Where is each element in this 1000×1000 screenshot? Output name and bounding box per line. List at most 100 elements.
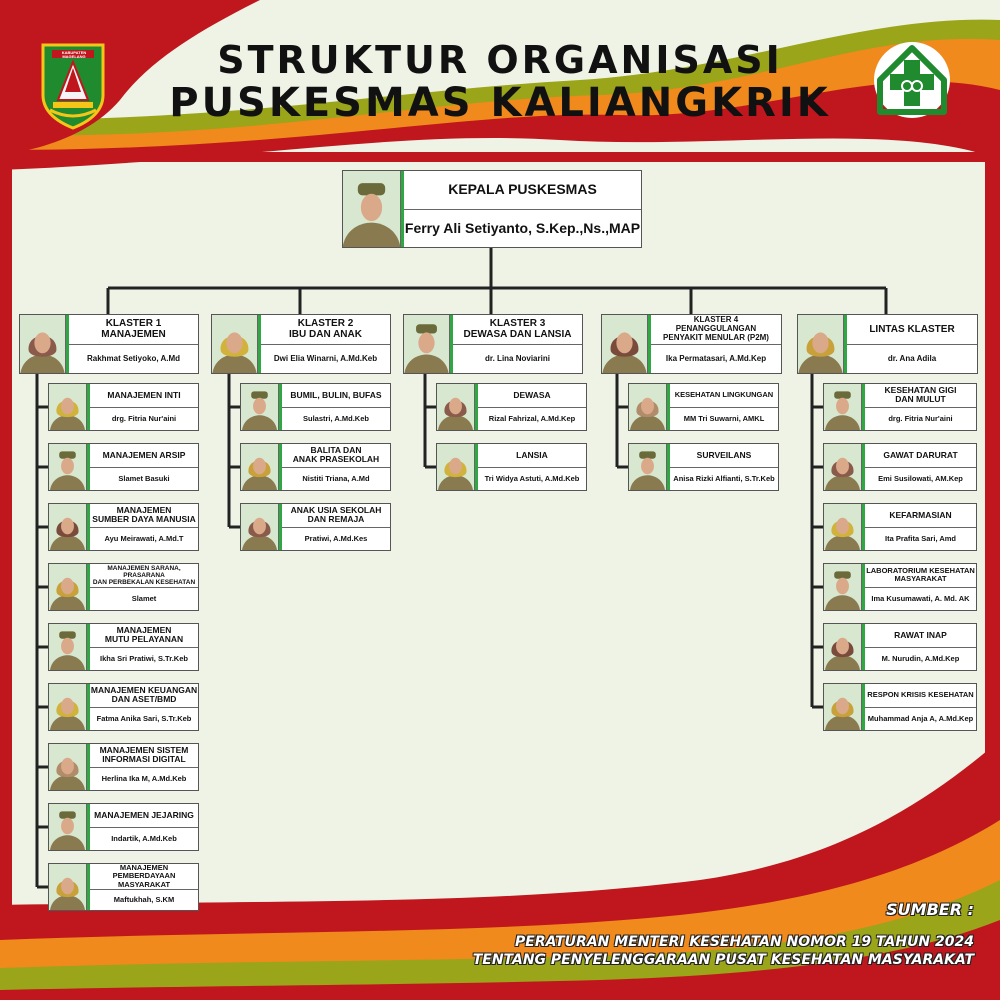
cluster-card-5[interactable]: LINTAS KLASTER dr. Ana Adila	[797, 314, 978, 374]
unit-card-1-2-title: MANAJEMEN ARSIP	[90, 444, 198, 468]
unit-card-5-5-person-name: M. Nurudin, A.Md.Kep	[881, 654, 960, 664]
page-title-line1: STRUKTUR ORGANISASI	[217, 38, 783, 82]
unit-card-1-4[interactable]: MANAJEMEN SARANA, PRASARANA DAN PERBEKAL…	[48, 563, 199, 611]
person-photo-icon	[49, 744, 86, 790]
unit-card-5-5-photo	[824, 624, 862, 670]
cluster-card-1-title: KLASTER 1 MANAJEMEN	[69, 315, 198, 345]
unit-card-5-6-person-name: Muhammad Anja A, A.Md.Kep	[867, 714, 974, 724]
unit-card-1-9-photo	[49, 864, 87, 910]
unit-card-5-1-person-name: drg. Fitria Nur'aini	[888, 414, 953, 424]
person-photo-icon	[49, 384, 86, 430]
person-photo-icon	[49, 444, 86, 490]
unit-card-1-5-title: MANAJEMEN MUTU PELAYANAN	[90, 624, 198, 648]
unit-card-1-3-photo	[49, 504, 87, 550]
person-photo-icon	[241, 504, 278, 550]
unit-card-1-8-title: MANAJEMEN JEJARING	[90, 804, 198, 828]
cluster-card-4[interactable]: KLASTER 4 PENANGGULANGAN PENYAKIT MENULA…	[601, 314, 782, 374]
person-photo-icon	[824, 624, 861, 670]
unit-card-3-1-person-name: Rizal Fahrizal, A.Md.Kep	[488, 414, 576, 424]
unit-card-1-6-photo	[49, 684, 87, 730]
head-photo	[343, 171, 401, 247]
unit-card-4-1[interactable]: KESEHATAN LINGKUNGAN MM Tri Suwarni, AMKL	[628, 383, 779, 431]
unit-card-5-1-title: KESEHATAN GIGI DAN MULUT	[865, 384, 976, 408]
unit-card-5-4-photo	[824, 564, 862, 610]
head-card[interactable]: KEPALA PUSKESMAS Ferry Ali Setiyanto, S.…	[342, 170, 642, 248]
unit-card-3-2-person-name: Tri Widya Astuti, A.Md.Keb	[484, 474, 580, 484]
person-photo-icon	[49, 504, 86, 550]
unit-card-2-3[interactable]: ANAK USIA SEKOLAH DAN REMAJA Pratiwi, A.M…	[240, 503, 391, 551]
person-photo-icon	[437, 384, 474, 430]
cluster-card-4-photo	[602, 315, 648, 373]
unit-card-2-3-photo	[241, 504, 279, 550]
person-photo-icon	[404, 315, 449, 373]
unit-card-5-5-title: RAWAT INAP	[865, 624, 976, 648]
head-title: KEPALA PUSKESMAS	[404, 171, 641, 210]
unit-card-1-6-title: MANAJEMEN KEUANGAN DAN ASET/BMD	[90, 684, 198, 708]
unit-card-1-8[interactable]: MANAJEMEN JEJARING Indartik, A.Md.Keb	[48, 803, 199, 851]
person-photo-icon	[49, 624, 86, 670]
unit-card-1-8-person-name: Indartik, A.Md.Keb	[111, 834, 177, 844]
source-line-2: TENTANG PENYELENGGARAAN PUSAT KESEHATAN …	[472, 952, 974, 968]
puskesmas-logo	[872, 40, 952, 120]
cluster-card-2-photo	[212, 315, 258, 373]
unit-card-5-1-photo	[824, 384, 862, 430]
unit-card-4-2-title: SURVEILANS	[670, 444, 778, 468]
unit-card-4-2[interactable]: SURVEILANS Anisa Rizki Alfianti, S.Tr.Keb	[628, 443, 779, 491]
cluster-card-3-photo	[404, 315, 450, 373]
unit-card-4-1-person-name: MM Tri Suwarni, AMKL	[683, 414, 765, 424]
unit-card-2-3-person-name: Pratiwi, A.Md.Kes	[304, 534, 368, 544]
unit-card-5-2-title: GAWAT DARURAT	[865, 444, 976, 468]
unit-card-2-3-title: ANAK USIA SEKOLAH DAN REMAJA	[282, 504, 390, 528]
logo-text: KABUPATEN MAGELANG	[61, 50, 87, 59]
person-photo-icon	[629, 444, 666, 490]
unit-card-4-1-title: KESEHATAN LINGKUNGAN	[670, 384, 778, 408]
person-photo-icon	[49, 564, 86, 610]
person-photo-icon	[824, 444, 861, 490]
cluster-card-5-person-name: dr. Ana Adila	[887, 354, 937, 364]
unit-card-2-1-title: BUMIL, BULIN, BUFAS	[282, 384, 390, 408]
unit-card-2-2-photo	[241, 444, 279, 490]
cluster-card-5-title: LINTAS KLASTER	[847, 315, 977, 345]
person-photo-icon	[49, 804, 86, 850]
unit-card-1-3-person-name: Ayu Meirawati, A.Md.T	[104, 534, 184, 544]
unit-card-5-1[interactable]: KESEHATAN GIGI DAN MULUT drg. Fitria Nur'…	[823, 383, 977, 431]
unit-card-1-5-person-name: Ikha Sri Pratiwi, S.Tr.Keb	[100, 654, 188, 664]
person-photo-icon	[824, 384, 861, 430]
unit-card-1-6-person-name: Fatma Anika Sari, S.Tr.Keb	[96, 714, 192, 724]
unit-card-1-9-person-name: Maftukhah, S.KM	[113, 895, 175, 905]
person-photo-icon	[798, 315, 843, 373]
unit-card-1-4-title: MANAJEMEN SARANA, PRASARANA DAN PERBEKAL…	[90, 564, 198, 588]
unit-card-1-5[interactable]: MANAJEMEN MUTU PELAYANAN Ikha Sri Pratiwi…	[48, 623, 199, 671]
unit-card-2-2-person-name: Nistiti Triana, A.Md	[302, 474, 370, 484]
unit-card-1-7-photo	[49, 744, 87, 790]
unit-card-1-1-person-name: drg. Fitria Nur'aini	[111, 414, 177, 424]
unit-card-1-6[interactable]: MANAJEMEN KEUANGAN DAN ASET/BMD Fatma Ani…	[48, 683, 199, 731]
unit-card-1-2-person-name: Slamet Basuki	[118, 474, 170, 484]
cluster-card-4-title: KLASTER 4 PENANGGULANGAN PENYAKIT MENULA…	[651, 315, 781, 345]
unit-card-1-4-person-name: Slamet	[131, 594, 157, 604]
unit-card-1-2[interactable]: MANAJEMEN ARSIP Slamet Basuki	[48, 443, 199, 491]
unit-card-5-5[interactable]: RAWAT INAP M. Nurudin, A.Md.Kep	[823, 623, 977, 671]
person-photo-icon	[212, 315, 257, 373]
cluster-card-2-person-name: Dwi Elia Winarni, A.Md.Keb	[273, 354, 378, 364]
person-photo-icon	[49, 684, 86, 730]
unit-card-4-2-person-name: Anisa Rizki Alfianti, S.Tr.Keb	[673, 474, 775, 484]
cluster-card-4-person-name: Ika Permatasari, A.Md.Kep	[665, 354, 767, 364]
cluster-card-3-person-name: dr. Lina Noviarini	[485, 354, 550, 364]
